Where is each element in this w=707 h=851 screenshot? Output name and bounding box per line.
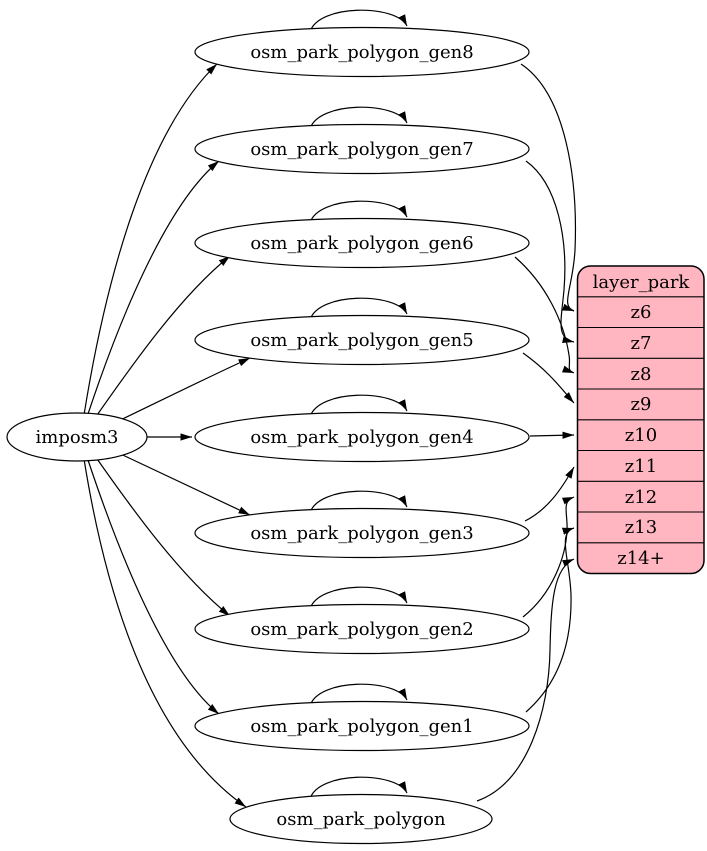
edge-gen5-to-z9 xyxy=(522,352,575,404)
gen5-ellipse xyxy=(194,314,530,366)
edge-imposm3-to-gen3 xyxy=(109,448,251,516)
edge-gen1-self-loop xyxy=(309,683,408,707)
edge-gen6-to-z8 xyxy=(514,256,575,374)
layer-park-row-z14: z14+ xyxy=(617,548,664,569)
gen3-ellipse xyxy=(194,507,530,559)
self-loop-edges xyxy=(309,9,408,800)
node-osm-park-polygon-gen8: osm_park_polygon_gen8 xyxy=(194,26,530,78)
layer-park-row-z7: z7 xyxy=(631,333,652,354)
node-osm-park-polygon-gen3: osm_park_polygon_gen3 xyxy=(194,507,530,559)
layer-park-row-z13: z13 xyxy=(625,517,657,538)
gen4-ellipse xyxy=(194,411,530,463)
edge-gen4-to-z10 xyxy=(529,431,575,439)
imposm3-ellipse xyxy=(6,412,148,462)
edge-imposm3-to-gen1 xyxy=(87,459,220,715)
gen8-ellipse xyxy=(194,26,530,78)
layer-park-row-z8: z8 xyxy=(631,364,652,385)
gen5-label: osm_park_polygon_gen5 xyxy=(250,330,473,351)
osm-park-polygon-label: osm_park_polygon xyxy=(276,809,446,830)
layer-park-row-z9: z9 xyxy=(631,394,652,415)
layer-park-row-z12: z12 xyxy=(625,487,657,508)
edge-imposm3-to-gen7 xyxy=(87,160,220,415)
edge-gen1-to-z13 xyxy=(525,527,575,713)
edge-gen4-self-loop xyxy=(309,394,408,418)
edge-gen8-self-loop xyxy=(309,9,408,33)
imposm3-label: imposm3 xyxy=(36,427,119,448)
gen1-ellipse xyxy=(194,700,530,752)
edge-gen7-to-z7 xyxy=(525,160,575,344)
layer-park-row-z6: z6 xyxy=(631,302,652,323)
edge-imposm3-to-gen5 xyxy=(109,357,251,426)
edge-gen7-self-loop xyxy=(309,106,408,130)
edge-gen3-self-loop xyxy=(309,490,408,514)
osm-park-polygon-ellipse xyxy=(229,793,493,845)
gen2-label: osm_park_polygon_gen2 xyxy=(250,619,473,640)
node-osm-park-polygon-gen4: osm_park_polygon_gen4 xyxy=(194,411,530,463)
gen4-label: osm_park_polygon_gen4 xyxy=(250,427,473,448)
gen1-label: osm_park_polygon_gen1 xyxy=(250,716,473,737)
gen6-label: osm_park_polygon_gen6 xyxy=(250,233,473,254)
edge-imposm3-to-gen2 xyxy=(94,455,231,617)
edge-imposm3-to-gen6 xyxy=(94,255,231,419)
gen6-ellipse xyxy=(194,217,530,269)
node-osm-park-polygon-gen2: osm_park_polygon_gen2 xyxy=(194,603,530,655)
node-osm-park-polygon-gen7: osm_park_polygon_gen7 xyxy=(194,123,530,175)
layer-park-row-z11: z11 xyxy=(625,456,657,477)
node-osm-park-polygon-gen6: osm_park_polygon_gen6 xyxy=(194,217,530,269)
edge-gen5-self-loop xyxy=(309,297,408,321)
layer-park-row-z10: z10 xyxy=(625,425,657,446)
edges-to-layer-park xyxy=(476,63,576,802)
node-osm-park-polygon-gen1: osm_park_polygon_gen1 xyxy=(194,700,530,752)
edge-osm-park-polygon-self-loop xyxy=(309,776,408,800)
gen2-ellipse xyxy=(194,603,530,655)
edge-imposm3-to-gen8 xyxy=(83,63,218,416)
edge-gen6-self-loop xyxy=(309,200,408,224)
edge-gen8-to-z6 xyxy=(520,63,576,312)
gen7-label: osm_park_polygon_gen7 xyxy=(250,139,473,160)
edge-gen3-to-z11 xyxy=(524,466,575,522)
node-layer-park: layer_park z6 z7 z8 z9 z10 z11 z12 z13 z… xyxy=(576,265,705,575)
edge-gen2-self-loop xyxy=(309,586,408,610)
edges-from-imposm3 xyxy=(83,63,251,808)
gen3-label: osm_park_polygon_gen3 xyxy=(250,523,473,544)
gen8-label: osm_park_polygon_gen8 xyxy=(250,42,473,63)
node-osm-park-polygon: osm_park_polygon xyxy=(229,793,493,845)
edge-imposm3-to-osm-park-polygon xyxy=(83,458,247,808)
node-imposm3: imposm3 xyxy=(6,412,148,462)
gen7-ellipse xyxy=(194,123,530,175)
edge-osm-park-polygon-to-z14 xyxy=(476,558,575,802)
layer-park-header: layer_park xyxy=(593,272,691,293)
node-osm-park-polygon-gen5: osm_park_polygon_gen5 xyxy=(194,314,530,366)
